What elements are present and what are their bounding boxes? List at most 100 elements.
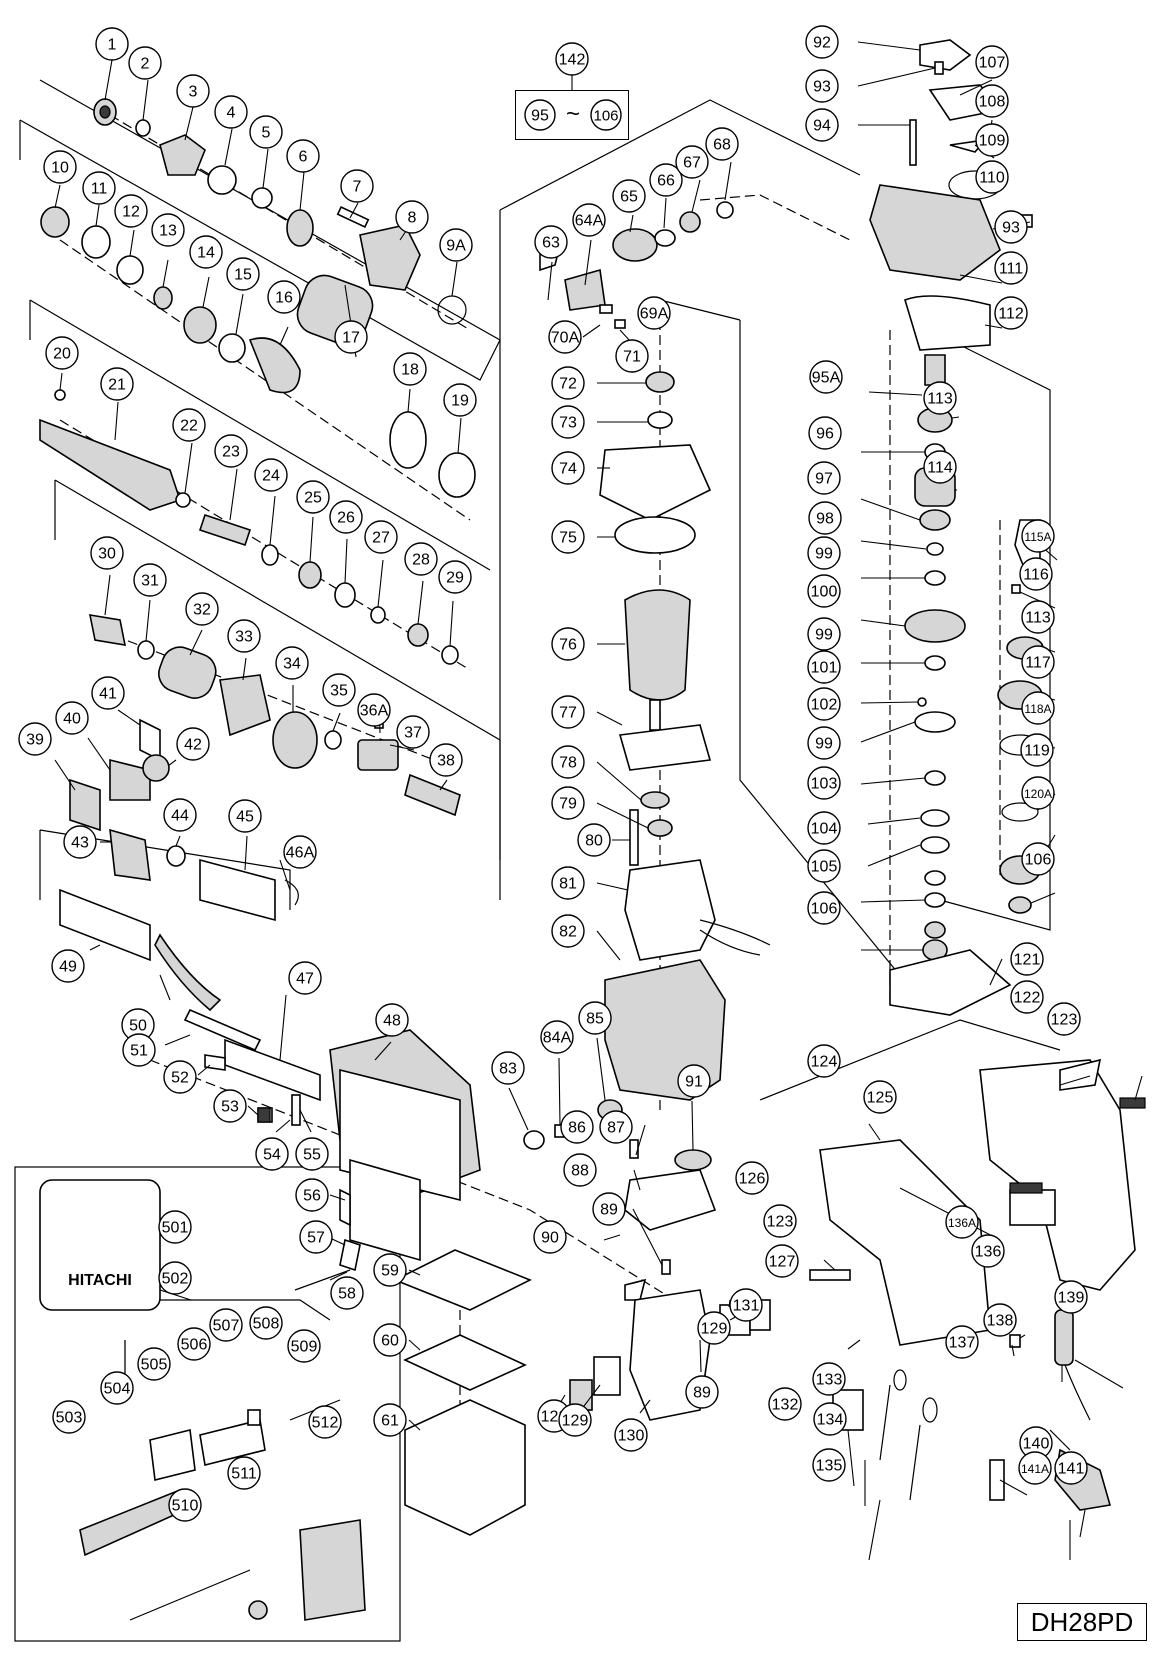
part-drawings: HITACHI [39, 39, 1146, 1621]
callout-28: 28 [404, 542, 438, 576]
callout-label: 44 [171, 808, 189, 825]
callout-label: 26 [337, 510, 355, 527]
callout-label: 507 [213, 1318, 240, 1335]
callout-bubble [994, 296, 1028, 330]
callout-48: 48 [375, 1003, 409, 1037]
callout-bubble [572, 203, 606, 237]
callout-49: 49 [51, 949, 85, 983]
callout-label: 93 [813, 79, 831, 96]
callout-bubble [176, 727, 210, 761]
callout-label: 138 [987, 1313, 1014, 1330]
callout-bubble [563, 1153, 597, 1187]
callout-bubble [975, 123, 1009, 157]
callout-69a: 69A [637, 296, 671, 330]
callout-label: 512 [312, 1415, 339, 1432]
callout-106: 106 [1021, 842, 1055, 876]
callout-93: 93 [805, 69, 839, 103]
callout-label: 509 [291, 1339, 318, 1356]
callout-bubble [151, 213, 185, 247]
callout-39: 39 [18, 722, 52, 756]
callout-layer: 123456789A101112131415161718192021222324… [18, 25, 1088, 1522]
callout-bubble [283, 835, 317, 869]
callout-label: 135 [816, 1458, 843, 1475]
callout-label: 38 [437, 753, 455, 770]
callout-label: 127 [769, 1254, 796, 1271]
callout-label: 52 [171, 1070, 189, 1087]
callout-label: 30 [98, 546, 116, 563]
callout-label: 118A [1024, 702, 1051, 716]
callout-109: 109 [975, 123, 1009, 157]
callout-18: 18 [393, 352, 427, 386]
callout-label: 134 [817, 1412, 844, 1429]
callout-86: 86 [560, 1110, 594, 1144]
callout-27: 27 [364, 520, 398, 554]
callout-75: 75 [551, 520, 585, 554]
callout-25: 25 [296, 480, 330, 514]
callout-98: 98 [808, 501, 842, 535]
callout-label: 40 [63, 711, 81, 728]
callout-label: 10 [51, 160, 69, 177]
callout-label: 92 [813, 35, 831, 52]
callout-label: 28 [412, 552, 430, 569]
callout-bubble [560, 1110, 594, 1144]
callout-label: 95A [812, 370, 841, 387]
callout-bubble [551, 695, 585, 729]
callout-label: 71 [623, 349, 641, 366]
range-separator: ~ [566, 101, 580, 128]
callout-88: 88 [563, 1153, 597, 1187]
callout-label: 70A [551, 330, 580, 347]
callout-99: 99 [807, 726, 841, 760]
callout-bubble [599, 1110, 633, 1144]
callout-13: 13 [151, 213, 185, 247]
callout-36a: 36A [357, 693, 391, 727]
callout-bubble [373, 1403, 407, 1437]
callout-label: 4 [227, 105, 236, 122]
callout-label: 502 [162, 1271, 189, 1288]
callout-label: 72 [559, 376, 577, 393]
callout-bubble [735, 1161, 769, 1195]
callout-63: 63 [534, 225, 568, 259]
callout-bubble [1021, 842, 1055, 876]
callout-label: 124 [811, 1054, 838, 1071]
callout-115a: 115A [1021, 519, 1055, 553]
callout-bubble [429, 743, 463, 777]
callout-label: 141A [1021, 1462, 1049, 1476]
callout-508: 508 [249, 1306, 283, 1340]
callout-104: 104 [807, 811, 841, 845]
callout-108: 108 [975, 84, 1009, 118]
callout-bubble [227, 1456, 261, 1490]
callout-label: 137 [949, 1335, 976, 1352]
callout-bubble [114, 194, 148, 228]
callout-label: 18 [401, 362, 419, 379]
callout-bubble [228, 799, 262, 833]
callout-65: 65 [612, 179, 646, 213]
callout-24: 24 [254, 458, 288, 492]
callout-label: 45 [236, 809, 254, 826]
callout-32: 32 [185, 592, 219, 626]
callout-label: 56 [303, 1188, 321, 1205]
callout-label: 33 [235, 629, 253, 646]
callout-label: 88 [571, 1163, 589, 1180]
callout-bubble [533, 1220, 567, 1254]
callout-bubble [122, 1033, 156, 1067]
callout-bubble [91, 676, 125, 710]
callout-bubble [705, 127, 739, 161]
callout-bubble [209, 1308, 243, 1342]
callout-bubble [945, 1325, 979, 1359]
callout-bubble [340, 169, 374, 203]
callout-label: 63 [542, 235, 560, 252]
callout-bubble [612, 179, 646, 213]
callout-72: 72 [551, 366, 585, 400]
callout-bubble [975, 45, 1009, 79]
callout-bubble [807, 617, 841, 651]
callout-bubble [295, 1178, 329, 1212]
callout-bubble [807, 650, 841, 684]
range-to-bubble [590, 99, 622, 131]
callout-92: 92 [805, 25, 839, 59]
callout-label: 61 [381, 1413, 399, 1430]
callout-label: 131 [733, 1298, 760, 1315]
callout-64a: 64A [572, 203, 606, 237]
callout-label: 66 [657, 173, 675, 190]
callout-bubble [373, 1323, 407, 1357]
callout-bubble [1021, 519, 1055, 553]
